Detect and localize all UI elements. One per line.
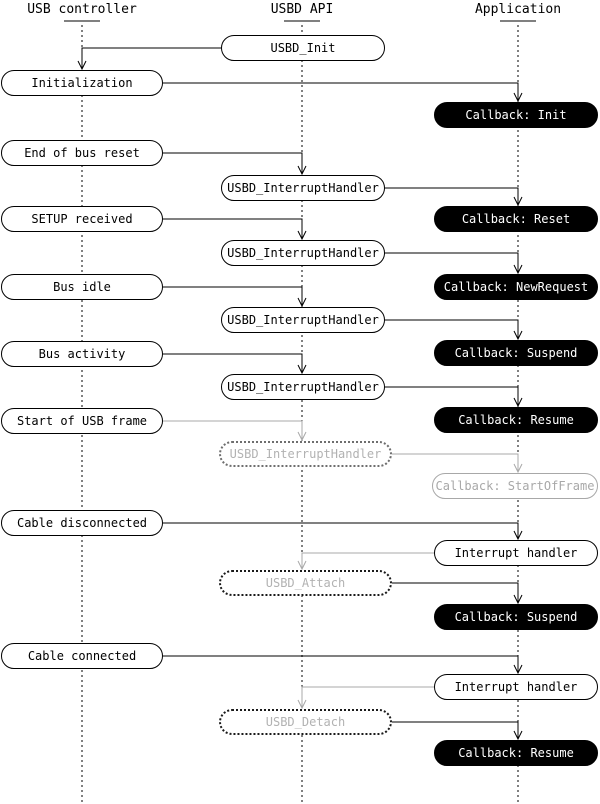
node-start_frame: Start of USB frame [1, 408, 163, 434]
node-usbd_init: USBD_Init [221, 35, 385, 61]
arrowhead-down-icon [297, 297, 307, 308]
lane-header-usb-controller: USB controller [25, 2, 139, 17]
arrowhead-down-icon [297, 165, 307, 176]
node-cb_resume1: Callback: Resume [434, 407, 598, 433]
node-int_handler1: Interrupt handler [434, 540, 598, 566]
node-handler4: USBD_InterruptHandler [221, 374, 385, 400]
connector-usbd_init-to-initialization [81, 47, 221, 69]
connector-bus_activity-to-handler4 [163, 353, 303, 373]
arrowhead-down-icon [513, 730, 523, 741]
node-cable_connected: Cable connected [1, 643, 163, 669]
node-handler1: USBD_InterruptHandler [221, 175, 385, 201]
arrowhead-down-icon [297, 431, 307, 442]
connector-handler3-to-cb_suspend1 [385, 319, 519, 339]
arrowhead-down-icon [513, 264, 523, 275]
connector-setup_received-to-handler2 [163, 218, 303, 239]
arrowhead-down-icon [297, 364, 307, 375]
arrowhead-down-icon [297, 699, 307, 710]
connector-usbd_detach-to-cb_resume2 [392, 721, 519, 739]
node-cb_reset: Callback: Reset [434, 206, 598, 232]
arrowhead-down-icon [513, 330, 523, 341]
node-usbd_detach: USBD_Detach [219, 709, 392, 735]
connector-usbd_attach-to-cb_suspend2 [392, 582, 519, 603]
node-handler2: USBD_InterruptHandler [221, 240, 385, 266]
node-cb_newrequest: Callback: NewRequest [434, 274, 598, 300]
node-cb_suspend1: Callback: Suspend [434, 340, 598, 366]
node-int_handler2: Interrupt handler [434, 674, 598, 700]
node-handler5: USBD_InterruptHandler [219, 441, 392, 467]
node-cb_resume2: Callback: Resume [434, 740, 598, 766]
node-usbd_attach: USBD_Attach [219, 570, 392, 596]
node-initialization: Initialization [1, 70, 163, 96]
arrowhead-down-icon [513, 664, 523, 675]
connector-int_handler1-to-usbd_attach [301, 552, 434, 569]
node-setup_received: SETUP received [1, 206, 163, 232]
arrowhead-down-icon [77, 60, 87, 71]
lane-header-usbd-api: USBD API [268, 2, 336, 17]
arrowhead-down-icon [513, 594, 523, 605]
arrowhead-down-icon [513, 196, 523, 207]
node-end_bus_reset: End of bus reset [1, 140, 163, 166]
node-bus_activity: Bus activity [1, 341, 163, 367]
connector-int_handler2-to-usbd_detach [301, 686, 434, 708]
arrowhead-down-icon [513, 530, 523, 541]
arrowhead-down-icon [513, 463, 523, 474]
connector-start_frame-to-handler5 [163, 420, 303, 440]
node-bus_idle: Bus idle [1, 274, 163, 300]
lane-header-application: Application [472, 2, 564, 17]
node-handler3: USBD_InterruptHandler [221, 307, 385, 333]
arrowhead-down-icon [297, 230, 307, 241]
connector-cable_connected-to-int_handler2 [163, 655, 519, 673]
arrowhead-down-icon [297, 560, 307, 571]
arrowhead-down-icon [513, 92, 523, 103]
connector-handler1-to-cb_reset [385, 187, 519, 205]
connector-cable_disconnected-to-int_handler1 [163, 522, 519, 539]
node-cb_init: Callback: Init [434, 102, 598, 128]
node-cb_startofframe: Callback: StartOfFrame [432, 473, 598, 499]
node-cb_suspend2: Callback: Suspend [434, 604, 598, 630]
connector-handler4-to-cb_resume1 [385, 386, 519, 406]
connector-end_bus_reset-to-handler1 [163, 152, 303, 174]
node-cable_disconnected: Cable disconnected [1, 510, 163, 536]
connector-initialization-to-cb_init [163, 82, 519, 101]
arrowhead-down-icon [513, 397, 523, 408]
connector-handler5-to-cb_startofframe [392, 453, 519, 472]
connector-handler2-to-cb_newrequest [385, 252, 519, 273]
connector-bus_idle-to-handler3 [163, 286, 303, 306]
